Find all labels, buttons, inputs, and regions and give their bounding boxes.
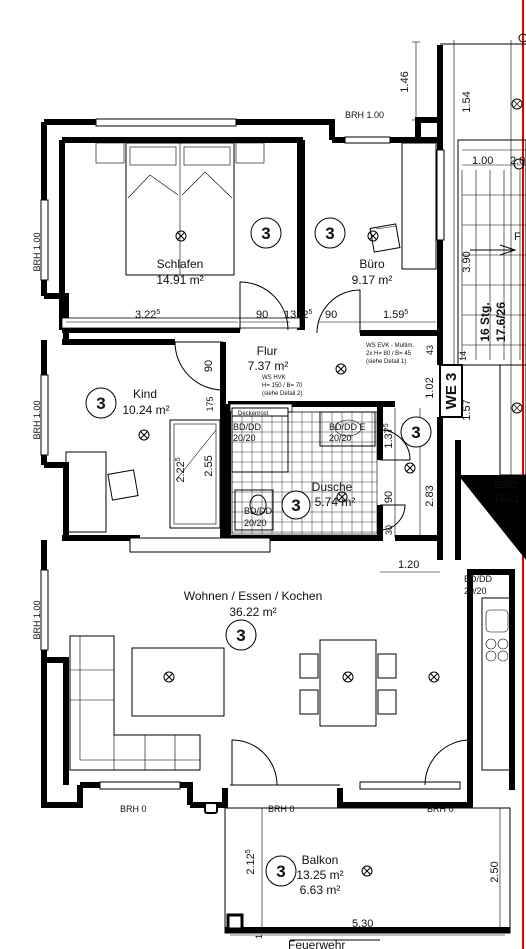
dim-1-57: 1.57	[461, 399, 473, 420]
room-name-wohnen: Wohnen / Essen / Kochen	[184, 589, 323, 603]
room-name-schlafen: Schlafen	[157, 257, 204, 271]
ceiling-light-markers	[138, 230, 440, 877]
room-area-kind: 10.24 m²	[122, 403, 169, 417]
brh-bottom-1: BRH 0	[120, 804, 147, 814]
dim-15: 15	[254, 929, 264, 939]
badge-buero: 3	[325, 224, 334, 243]
ws-hvk-size: H= 150 / B= 70	[262, 383, 303, 389]
room-area-buero: 9.17 m²	[352, 273, 393, 287]
ws-evk-detail: (siehe Detail 1)	[366, 359, 406, 365]
windows	[40, 118, 461, 790]
dim-30: 30	[384, 525, 394, 535]
room-area-schlafen: 14.91 m²	[156, 273, 203, 287]
dim-1-20: 1.20	[398, 559, 419, 571]
f-label: F	[514, 231, 521, 243]
bd-dd-4-size: 20/20	[464, 586, 487, 596]
brh-top: BRH 1.00	[345, 110, 384, 120]
badge-wohnen: 3	[236, 626, 245, 645]
feuerwehr-label: Feuerwehr	[288, 938, 345, 949]
dim-2-12: 2.125	[245, 849, 257, 874]
dim-1312: 13125	[284, 309, 312, 321]
brh-left-1: BRH 1.00	[32, 232, 42, 271]
dim-14: 14	[458, 351, 468, 361]
ws-hvk-label: WS HVK	[262, 375, 286, 381]
room-name-buero: Büro	[359, 257, 385, 271]
bd-dd-2-size: 20/20	[329, 433, 352, 443]
dim-2-50: 2.50	[489, 861, 501, 882]
bd-dd-1-size: 20/20	[233, 433, 256, 443]
room-area-dusche: 5.74 m²	[315, 495, 356, 509]
dim-90-a: 90	[256, 309, 268, 321]
stair-steps: 16 Stg.	[478, 302, 492, 341]
balcony-outline	[204, 802, 511, 941]
room-area2-balkon: 6.63 m²	[300, 883, 341, 897]
dimension-lines	[66, 321, 505, 936]
ws-hvk-detail: (siehe Detail 2)	[262, 391, 302, 397]
room-name-flur: Flur	[257, 344, 278, 358]
we-badge	[439, 364, 463, 418]
bd-dd-5-size: 165/1	[494, 494, 519, 505]
bd-dd-2-label: BD/DD E	[329, 422, 366, 432]
top-dimension-line	[412, 40, 526, 475]
room-name-dusche: Dusche	[312, 480, 353, 494]
bd-dd-5-label: BD/D	[494, 480, 518, 491]
badge-flur: 3	[411, 423, 420, 442]
brh-bottom-3: BRH 0	[427, 804, 454, 814]
dim-5-30: 5.30	[352, 918, 373, 930]
bd-dd-3-label: BD/DD	[244, 506, 273, 516]
dim-1-46: 1.46	[399, 71, 411, 92]
staircase	[457, 139, 526, 476]
stair-ratio: 17.6/26	[494, 302, 508, 342]
ws-evk-size: 2x H= 80 / B= 45	[366, 351, 412, 357]
bd-dd-1-label: BD/DD	[233, 422, 262, 432]
dim-90-b: 90	[325, 309, 337, 321]
dim-90-d: 90	[383, 491, 395, 503]
brh-bottom-2: BRH 0	[268, 804, 295, 814]
office-desk	[369, 142, 437, 270]
dim-3-90: 3.90	[461, 251, 473, 272]
bd-dd-4-label: BD/DD	[464, 574, 493, 584]
kitchen-counter	[481, 597, 513, 771]
child-room-furniture	[65, 419, 221, 533]
ws-evk-label: WS EVK - Multim.	[366, 343, 414, 349]
brh-left-3: BRH 1.00	[32, 600, 42, 639]
room-area-balkon: 13.25 m²	[296, 868, 343, 882]
dim-1-54: 1.54	[461, 91, 473, 112]
dining-table	[299, 639, 397, 727]
dim-2-83: 2.83	[424, 485, 436, 506]
dim-1-59: 1.595	[383, 309, 408, 321]
dim-1-02: 1.02	[424, 377, 436, 398]
brh-left-2: BRH 1.00	[32, 400, 42, 439]
room-badges	[85, 217, 432, 887]
interior-walls	[59, 137, 440, 541]
dim-43: 43	[425, 345, 435, 355]
room-name-balkon: Balkon	[302, 853, 339, 867]
double-bed	[95, 142, 265, 276]
bd-dd-3-size: 20/20	[244, 518, 267, 528]
dim-175: 175	[205, 396, 215, 411]
room-name-kind: Kind	[133, 387, 157, 401]
dim-3-22: 3.225	[135, 309, 160, 321]
room-area-flur: 7.37 m²	[248, 359, 289, 373]
badge-kind: 3	[96, 394, 105, 413]
dim-1-37: 1.375	[383, 423, 395, 448]
dim-90-v: 90	[203, 360, 215, 372]
room-area-wohnen: 36.22 m²	[229, 605, 276, 619]
badge-balkon: 3	[276, 862, 285, 881]
dim-1-00: 1.00	[472, 155, 493, 167]
we-label: WE 3	[443, 373, 460, 410]
doors	[174, 281, 471, 786]
dim-2-55: 2.55	[203, 455, 215, 476]
deckenrost-label: Deckenrost	[238, 411, 269, 417]
stair-void-triangle	[458, 475, 526, 560]
badge-schlafen: 3	[261, 224, 270, 243]
dim-2-22: 2.225	[175, 457, 187, 482]
sofa	[69, 635, 225, 771]
badge-dusche: 3	[291, 496, 300, 515]
stair-markers	[511, 33, 526, 414]
